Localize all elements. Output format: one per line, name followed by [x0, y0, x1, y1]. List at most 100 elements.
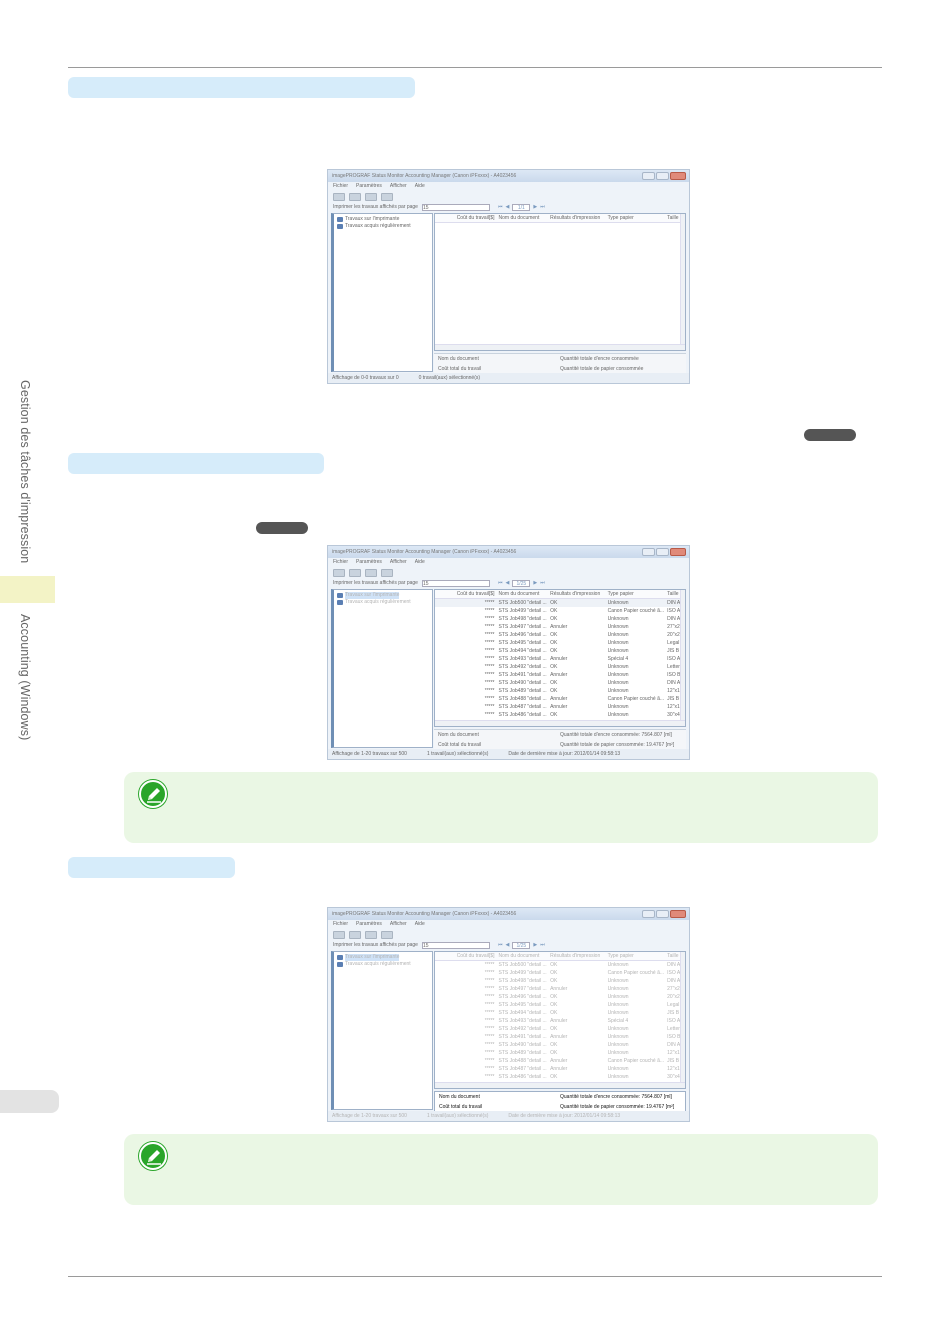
minimize-button[interactable]: [642, 910, 655, 918]
column-header[interactable]: Type papier: [607, 953, 634, 959]
filter-combo[interactable]: 15: [421, 941, 490, 949]
last-page-icon[interactable]: ⏭: [540, 579, 545, 586]
filter-combo[interactable]: 15: [421, 203, 490, 211]
filter-combo[interactable]: 15: [421, 579, 490, 587]
column-header[interactable]: Coût du travail[$]: [456, 215, 495, 221]
help-icon[interactable]: [381, 192, 393, 201]
menu-item[interactable]: Afficher: [389, 183, 407, 189]
menu-item[interactable]: Afficher: [389, 921, 407, 927]
menu-item[interactable]: Paramètres: [356, 183, 382, 189]
next-page-icon[interactable]: ▶: [533, 203, 538, 210]
column-header[interactable]: Taille: [667, 953, 679, 959]
last-page-icon[interactable]: ⏭: [540, 941, 545, 948]
menu-item[interactable]: Aide: [414, 559, 425, 565]
menu-item[interactable]: Fichier: [333, 921, 349, 927]
page-number-box[interactable]: 1/25: [512, 941, 531, 949]
side-tab-index[interactable]: [0, 1090, 59, 1113]
vertical-scrollbar[interactable]: [680, 214, 685, 344]
page-number-box[interactable]: 1/25: [512, 579, 531, 587]
close-button[interactable]: [670, 172, 686, 180]
refresh-icon[interactable]: [365, 192, 377, 201]
tree-item[interactable]: Travaux sur l'imprimante: [337, 592, 429, 599]
column-header[interactable]: Coût du travail[$]: [456, 953, 495, 959]
column-header[interactable]: Résultats d'impression: [550, 953, 601, 959]
tree-item[interactable]: Travaux acquis régulièrement: [337, 223, 429, 230]
tree-item[interactable]: Travaux acquis régulièrement: [337, 599, 429, 606]
menu-item[interactable]: Paramètres: [356, 559, 382, 565]
column-header[interactable]: Résultats d'impression: [550, 591, 601, 597]
minimize-button[interactable]: [642, 172, 655, 180]
tree-item[interactable]: Travaux sur l'imprimante: [337, 954, 429, 961]
column-header[interactable]: Coût du travail[$]: [456, 591, 495, 597]
column-header[interactable]: Type papier: [607, 215, 634, 221]
column-header[interactable]: Taille: [667, 591, 679, 597]
next-page-icon[interactable]: ▶: [533, 941, 538, 948]
prev-page-icon[interactable]: ◀: [505, 579, 510, 586]
menu-item[interactable]: Paramètres: [356, 921, 382, 927]
first-page-icon[interactable]: ⏮: [497, 941, 503, 948]
close-button[interactable]: [670, 910, 686, 918]
page-ref-badge[interactable]: [804, 429, 856, 441]
tree-item[interactable]: Travaux acquis régulièrement: [337, 961, 429, 968]
close-button[interactable]: [670, 548, 686, 556]
prev-page-icon[interactable]: ◀: [505, 941, 510, 948]
vertical-scrollbar[interactable]: [680, 952, 685, 1082]
menu-item[interactable]: Fichier: [333, 559, 349, 565]
column-header[interactable]: Nom du document: [498, 953, 540, 959]
help-icon[interactable]: [381, 930, 393, 939]
save-icon[interactable]: [333, 192, 345, 201]
tree-item[interactable]: Travaux sur l'imprimante: [337, 216, 429, 223]
refresh-icon[interactable]: [365, 930, 377, 939]
last-page-icon[interactable]: ⏭: [540, 203, 545, 210]
column-header[interactable]: Type papier: [607, 591, 634, 597]
menu-item[interactable]: Aide: [414, 183, 425, 189]
next-page-icon[interactable]: ▶: [533, 579, 538, 586]
column-header[interactable]: Résultats d'impression: [550, 215, 601, 221]
save-icon[interactable]: [333, 568, 345, 577]
maximize-button[interactable]: [656, 172, 669, 180]
page-number-box[interactable]: 1/1: [512, 203, 531, 211]
column-header[interactable]: Taille: [667, 215, 679, 221]
vertical-scrollbar[interactable]: [680, 590, 685, 720]
horizontal-scrollbar[interactable]: [435, 1082, 685, 1088]
minimize-button[interactable]: [642, 548, 655, 556]
print-icon[interactable]: [349, 568, 361, 577]
print-icon[interactable]: [349, 192, 361, 201]
refresh-icon[interactable]: [365, 568, 377, 577]
save-icon[interactable]: [333, 930, 345, 939]
first-page-icon[interactable]: ⏮: [497, 579, 503, 586]
help-icon[interactable]: [381, 568, 393, 577]
print-icon[interactable]: [349, 930, 361, 939]
menu-item[interactable]: Aide: [414, 921, 425, 927]
page-ref-badge[interactable]: [256, 522, 308, 534]
column-header[interactable]: Nom du document: [498, 215, 540, 221]
menu-item[interactable]: Afficher: [389, 559, 407, 565]
menu-item[interactable]: Fichier: [333, 183, 349, 189]
first-page-icon[interactable]: ⏮: [497, 203, 503, 210]
